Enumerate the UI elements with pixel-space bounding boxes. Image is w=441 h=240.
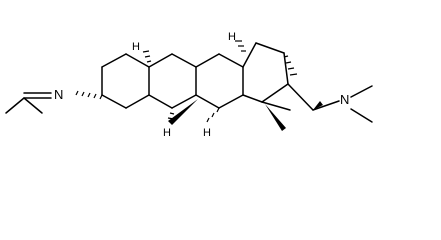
atom-labels: N N H H H H (54, 31, 349, 139)
hash-bond (216, 107, 220, 113)
bond (125, 94, 150, 109)
steroid-structure: N N H H H H (5, 31, 373, 139)
hash-bond (81, 91, 85, 97)
bond (218, 53, 244, 68)
bond (242, 42, 257, 68)
bond (350, 85, 373, 98)
bond (242, 94, 263, 103)
hash-bond (142, 50, 150, 53)
stereo-bonds (168, 99, 323, 131)
bond (101, 94, 127, 109)
bond (312, 100, 340, 111)
hash-bond (167, 117, 175, 120)
bond (148, 94, 173, 109)
hash-bond (99, 94, 103, 100)
hash-bond (146, 60, 152, 63)
hash-bond (289, 73, 298, 76)
h-c5-label: H (132, 41, 140, 53)
bond (148, 53, 173, 68)
h-c8-label: H (203, 127, 211, 139)
bond (195, 53, 220, 68)
hash-bond (93, 93, 97, 99)
hashed-bonds (75, 40, 298, 123)
hash-bond (169, 112, 175, 115)
hash-bond (211, 112, 215, 118)
bond-lines (5, 42, 373, 123)
bond (261, 83, 289, 103)
h-c14-label: H (228, 31, 236, 43)
bond (287, 83, 314, 111)
bond (218, 94, 244, 109)
hash-bond (285, 61, 292, 64)
bond (261, 101, 291, 111)
bond (171, 94, 197, 109)
bond (195, 94, 220, 109)
structure-drawing-container: N N H H H H (5, 31, 373, 139)
hash-bond (75, 90, 79, 96)
amine-nitrogen-label: N (340, 92, 349, 107)
bond (23, 97, 43, 114)
h-c9-label: H (163, 127, 171, 139)
wedge-bond (265, 104, 286, 131)
hash-bond (283, 55, 289, 58)
bond (5, 97, 25, 114)
bond (350, 108, 373, 123)
bond (255, 42, 285, 54)
bond (171, 53, 197, 68)
bond (125, 53, 150, 68)
imine-nitrogen-label: N (54, 87, 63, 102)
hash-bond (144, 55, 151, 58)
hash-bond (206, 117, 210, 123)
bond (283, 52, 289, 85)
hash-bond (87, 92, 91, 98)
hash-bond (287, 67, 295, 70)
wedge-bond (313, 101, 323, 110)
wedge-bond (168, 99, 198, 125)
bond (101, 53, 127, 68)
